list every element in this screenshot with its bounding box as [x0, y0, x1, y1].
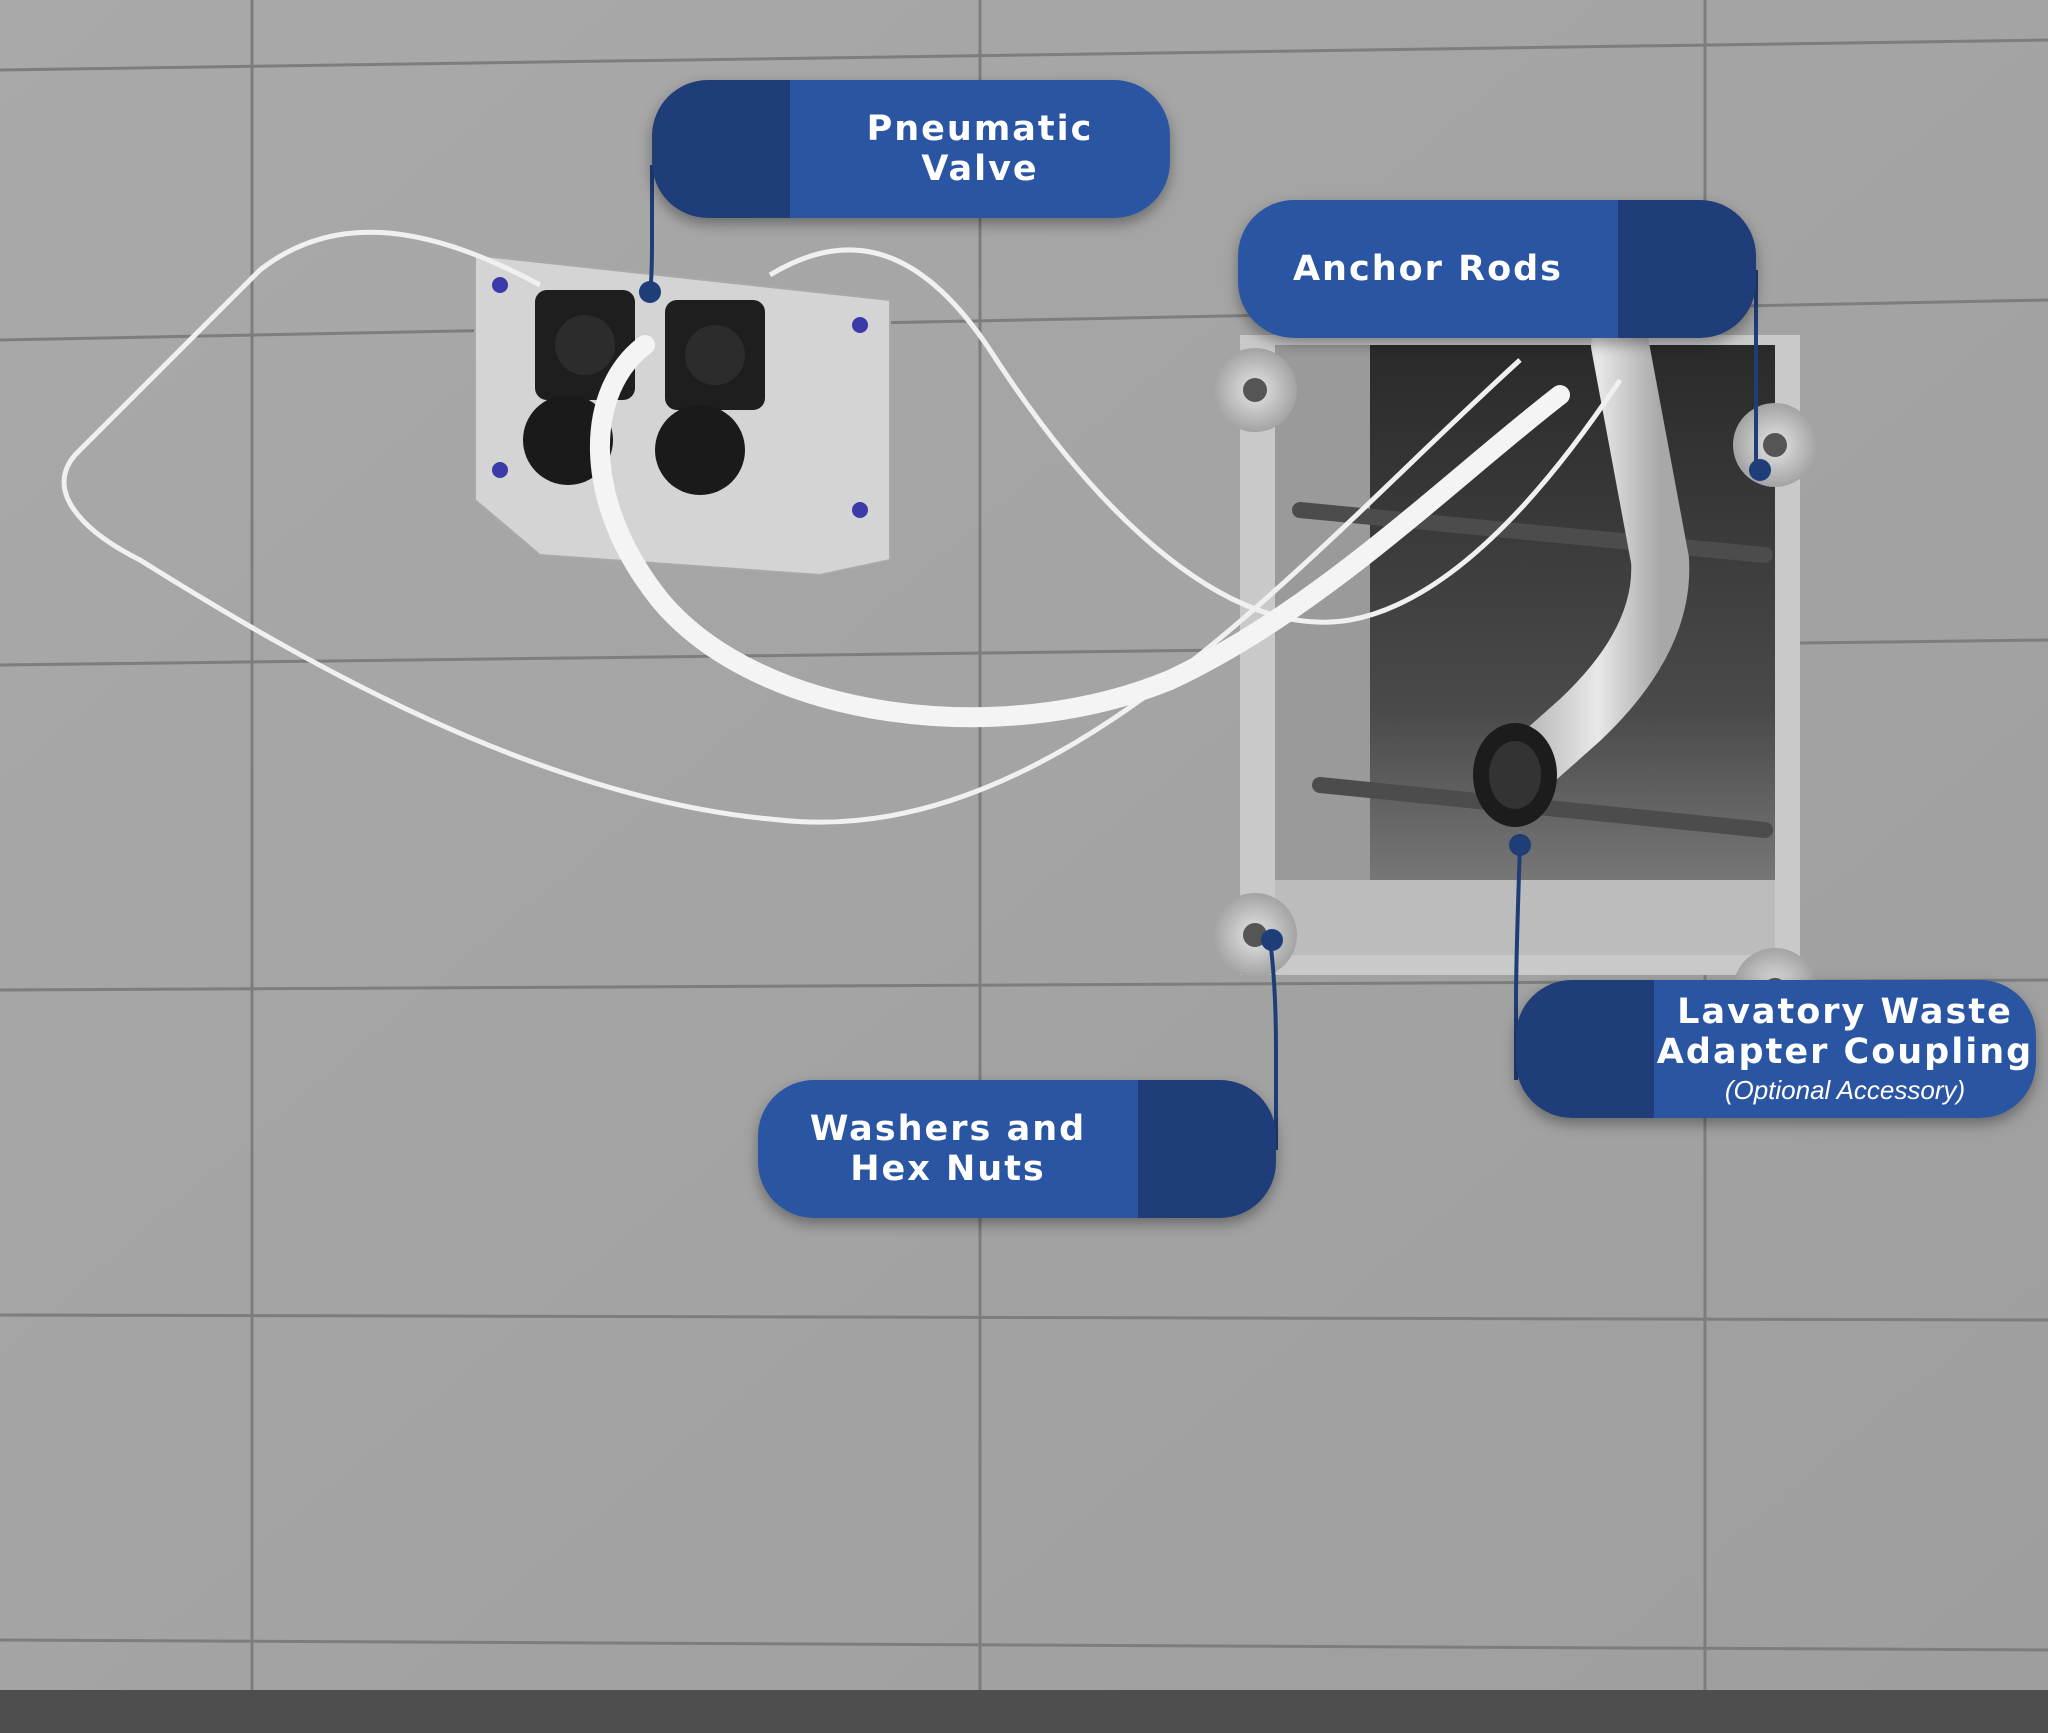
- callout-lavatory-waste-coupling: Lavatory Waste Adapter Coupling (Optiona…: [1516, 980, 2036, 1118]
- waste-pipe: [1506, 316, 1690, 789]
- callout-coupling-line1: Lavatory Waste: [1677, 992, 2013, 1032]
- main-tubing: [590, 335, 1570, 728]
- callout-coupling-line2: Adapter Coupling: [1656, 1032, 2034, 1072]
- callout-pneumatic-valve-line2: Valve: [921, 149, 1039, 189]
- leader-dots: [639, 281, 1771, 951]
- callout-washers-line1: Washers and: [809, 1109, 1087, 1149]
- callout-pneumatic-valve-line1: Pneumatic: [866, 109, 1094, 149]
- leader-lines: [648, 165, 1758, 1150]
- anchor-rod-upper: [1292, 502, 1773, 563]
- floor-strip: [0, 1690, 2048, 1733]
- callout-washers-hex-nuts: Washers and Hex Nuts: [758, 1080, 1276, 1218]
- callout-coupling-note: (Optional Accessory): [1724, 1075, 1966, 1105]
- thin-tubing-return: [768, 247, 1623, 625]
- callout-anchor-rods: Anchor Rods: [1238, 200, 1756, 338]
- callout-pneumatic-valve: Pneumatic Valve: [652, 80, 1170, 218]
- callout-washers-line2: Hex Nuts: [850, 1149, 1046, 1189]
- callout-anchor-rods-label: Anchor Rods: [1292, 249, 1564, 289]
